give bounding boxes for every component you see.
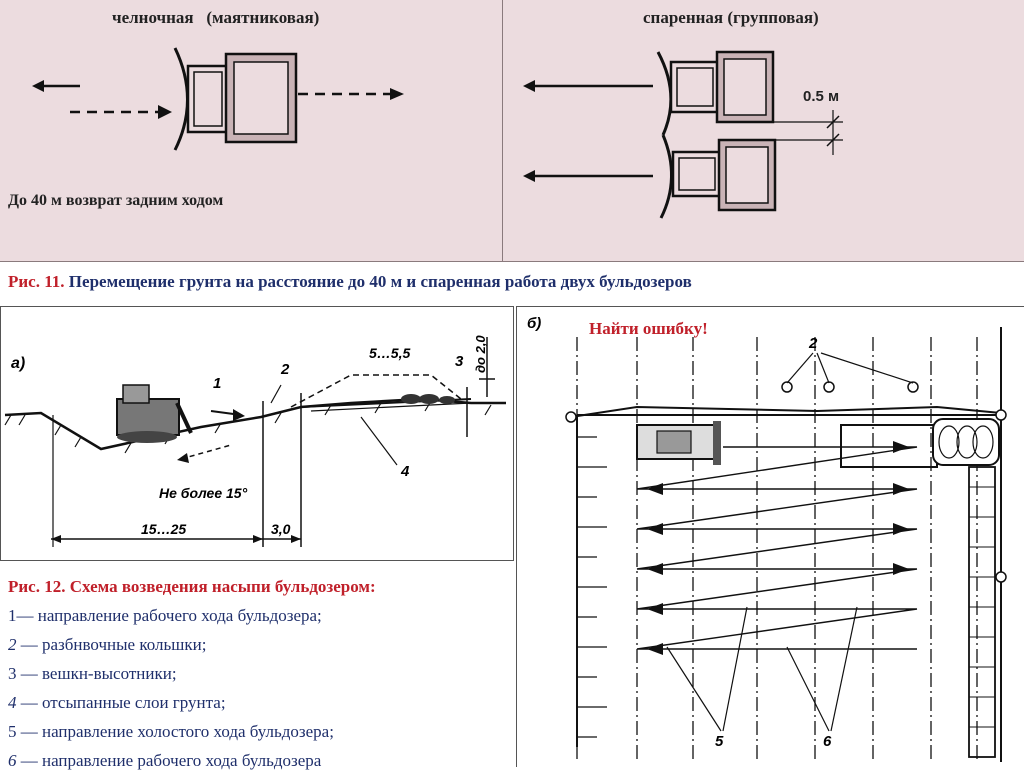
- profile-slope-label: Не более 15°: [159, 485, 248, 501]
- plan-label-2: 2: [809, 335, 818, 352]
- panel-plan-view: б) Найти ошибку! 2 5 6: [516, 306, 1024, 767]
- panel-embankment-profile: а) 5…5,5 1 2 3 4 до 2,0 Не более 15° 15……: [0, 306, 514, 561]
- legend-item-2: 2 — разбнвочные кольшки;: [8, 635, 207, 654]
- panel-shuttle: челночная (маятниковая) До 40 м возврат …: [0, 0, 503, 262]
- profile-label-2: 2: [281, 361, 290, 378]
- plan-label-6: 6: [823, 733, 832, 750]
- profile-dim-top: 5…5,5: [369, 345, 411, 361]
- find-error-label: Найти ошибку!: [589, 319, 708, 338]
- legend-item-6: 6 — направление рабочего хода бульдозера: [8, 751, 322, 770]
- paired-title: спаренная (групповая): [643, 8, 819, 27]
- dashed-arrow-out: [298, 88, 404, 100]
- profile-label-3: 3: [455, 353, 464, 370]
- profile-dim-1: 15…25: [141, 521, 187, 537]
- profile-height-label: до 2,0: [473, 335, 488, 373]
- shuttle-note: До 40 м возврат задним ходом: [8, 192, 224, 209]
- plan-label-5: 5: [715, 733, 724, 750]
- fig11-caption: Рис. 11. Перемещение грунта на расстояни…: [8, 272, 692, 292]
- profile-diagram: [4, 337, 506, 547]
- bulldozer-plan-icon: [636, 421, 721, 465]
- profile-label-1: 1: [213, 375, 222, 392]
- shuttle-title: челночная (маятниковая): [112, 8, 320, 27]
- shuttle-diagram: [32, 47, 404, 151]
- legend-item-3: 3 — вешкн-высотники;: [8, 664, 177, 683]
- profile-letter: а): [11, 355, 26, 372]
- gap-label: 0.5 м: [803, 88, 840, 105]
- legend-item-5: 5 — направление холостого хода бульдозер…: [8, 722, 334, 741]
- legend-item-4: 4 — отсыпанные слои грунта;: [8, 693, 226, 712]
- fig11-text: Перемещение грунта на расстояние до 40 м…: [64, 272, 692, 291]
- plan-letter: б): [527, 315, 542, 332]
- legend-item-1: 1— направление рабочего хода бульдозера;: [8, 606, 322, 625]
- dozer-blade: [173, 47, 189, 151]
- fig12-legend: Рис. 12. Схема возведения насыпи бульдоз…: [8, 572, 376, 775]
- panel-paired: спаренная (групповая) 0.5 м: [503, 0, 1024, 262]
- profile-label-4: 4: [401, 463, 410, 480]
- return-arrow: [32, 80, 80, 92]
- fig11-label: Рис. 11.: [8, 272, 65, 291]
- profile-dim-2: 3,0: [271, 521, 291, 537]
- dashed-arrow-in: [70, 105, 172, 119]
- plan-diagram: [565, 327, 1007, 762]
- fig12-caption: Рис. 12. Схема возведения насыпи бульдоз…: [8, 577, 376, 596]
- bulldozer-icon: [116, 384, 193, 443]
- paired-diagram: [523, 50, 843, 219]
